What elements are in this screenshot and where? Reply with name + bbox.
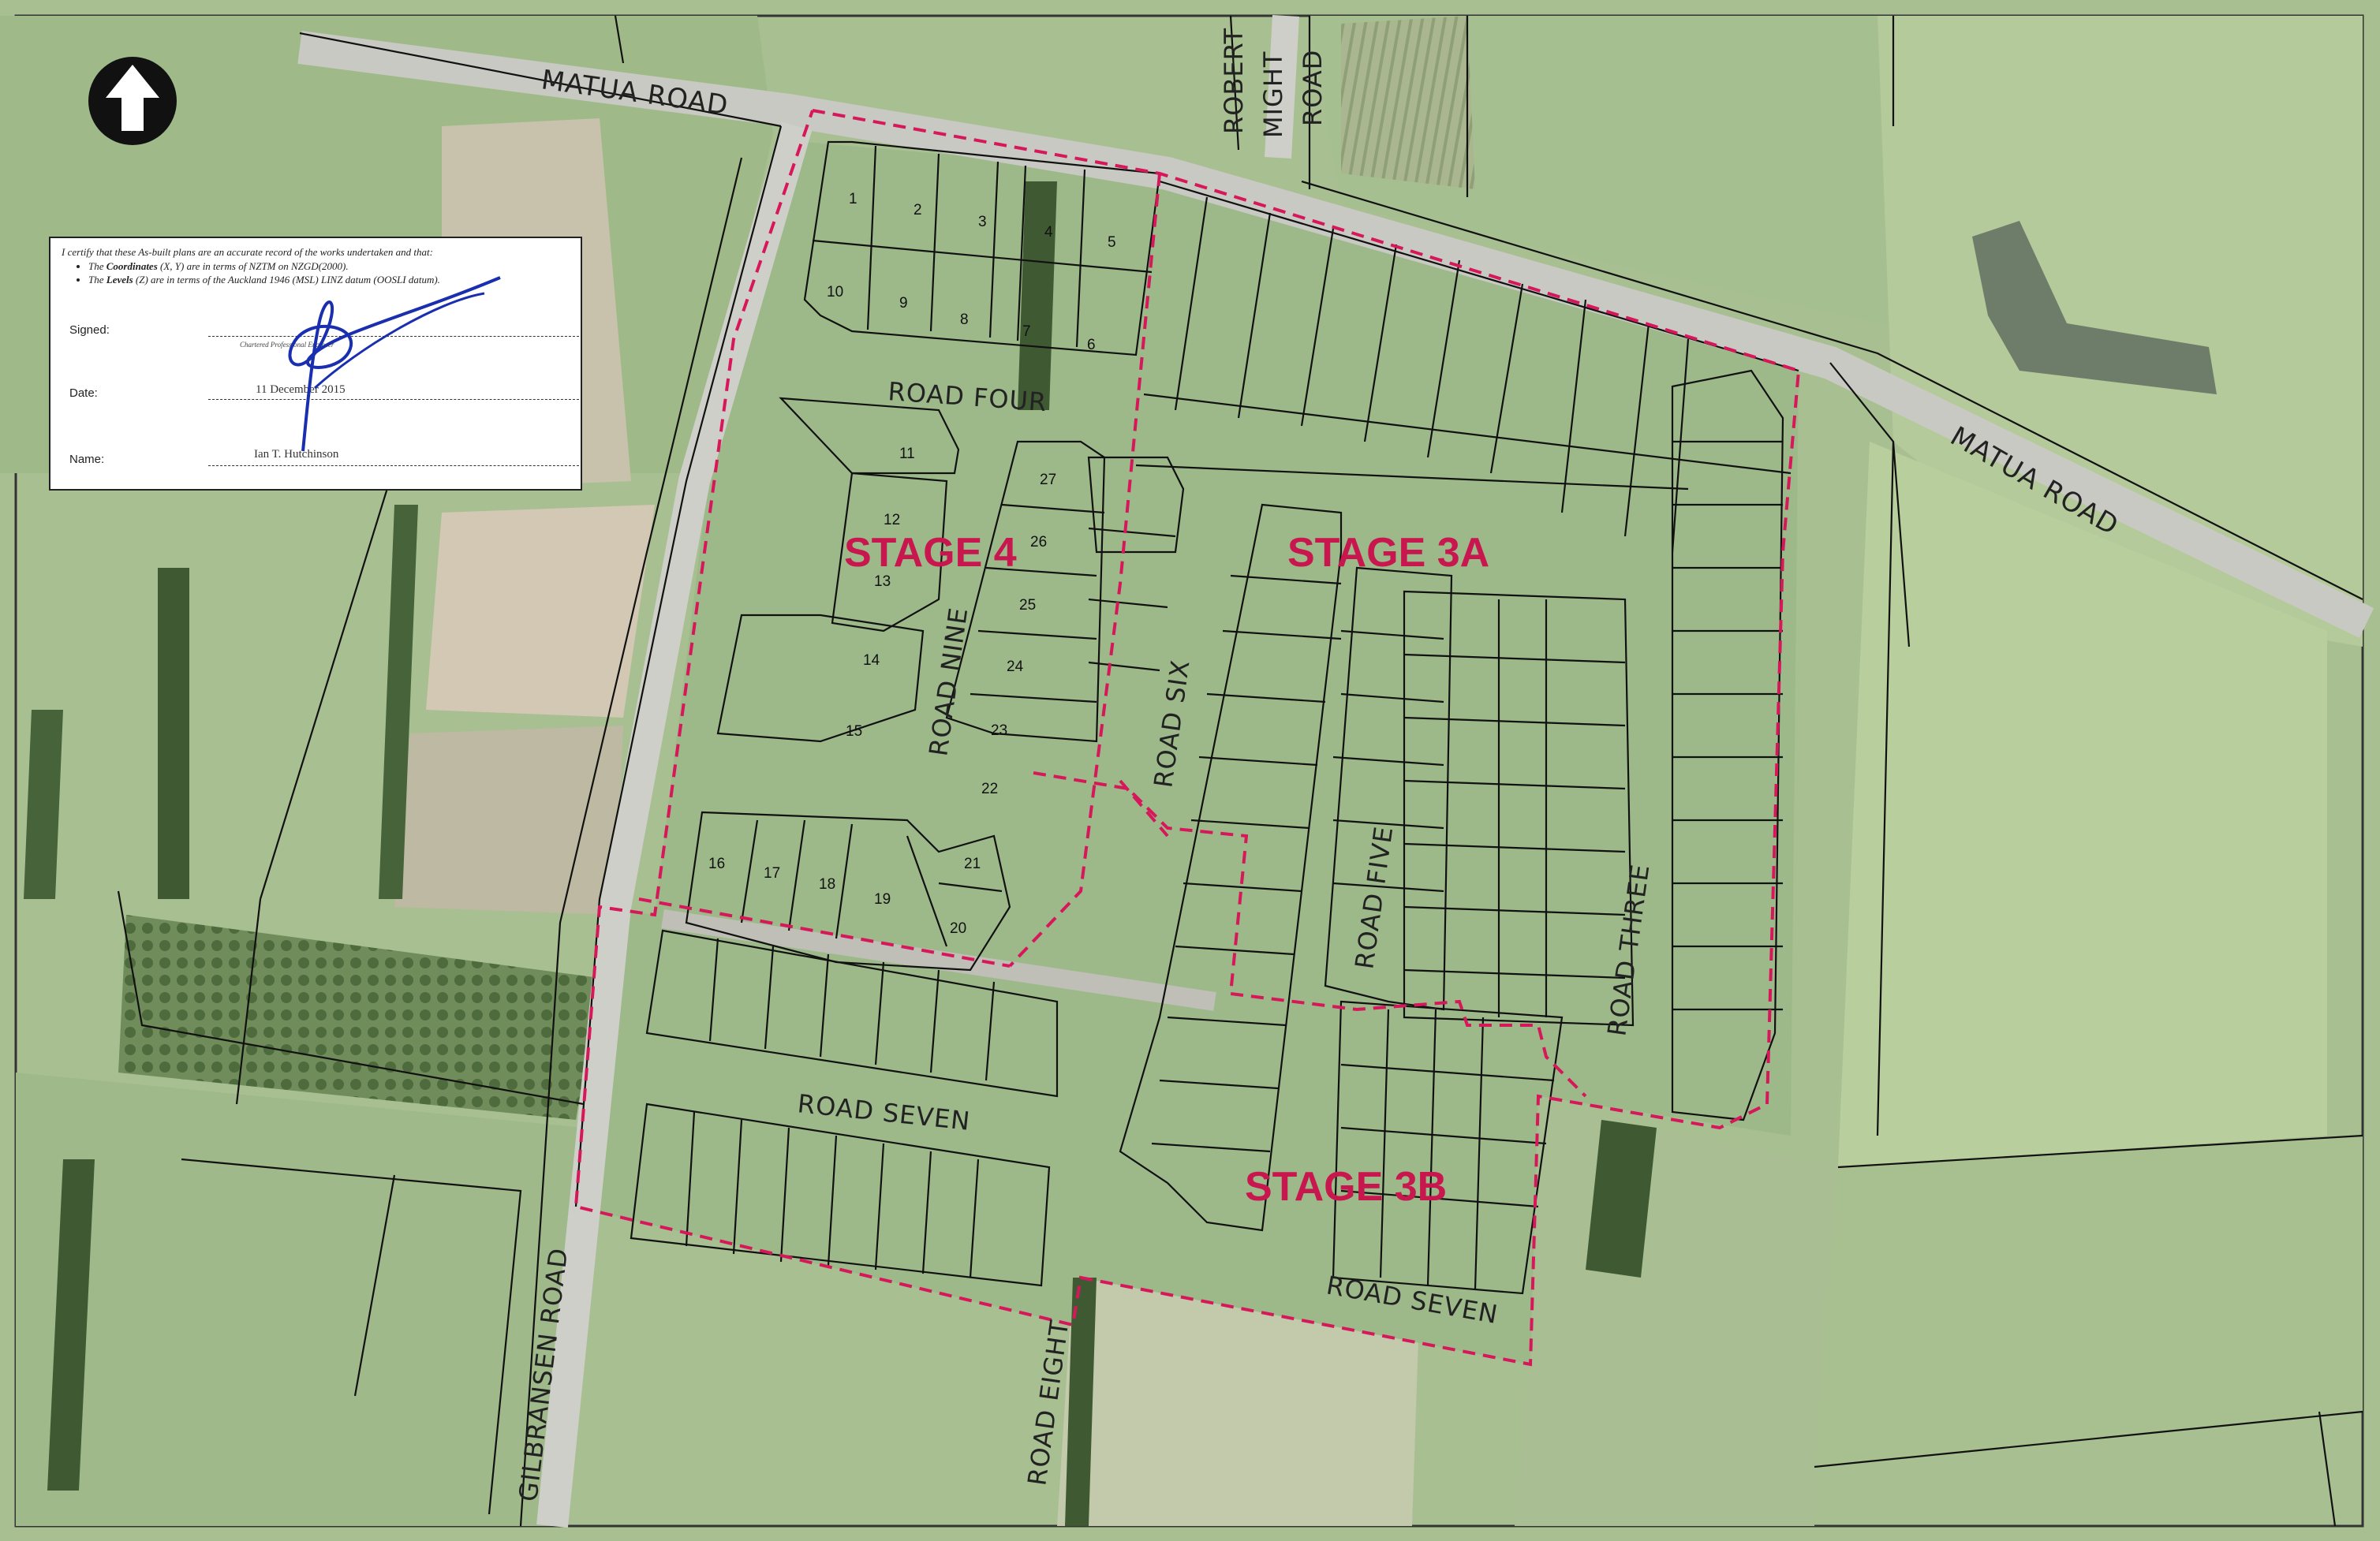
signed-line [208,336,579,337]
lot-number: 16 [708,856,725,872]
stage-label-3b: STAGE 3B [1245,1164,1447,1210]
lot-number: 6 [1087,337,1096,353]
signed-label: Signed: [69,323,110,337]
bullet-bold: Coordinates [106,260,158,272]
lot-number: 14 [863,652,880,669]
parcel-lines [117,15,2363,1527]
orchard-patch [118,915,600,1120]
lot-number: 25 [1019,597,1036,614]
field-patch [1814,1136,2363,1467]
name-label: Name: [69,453,105,466]
bullet-prefix: The [88,260,106,272]
tree-line [158,568,189,899]
tree-line [379,505,418,899]
certification-bullet: The Levels (Z) are in terms of the Auckl… [88,274,570,286]
pond [1972,221,2217,394]
stage-label-4: STAGE 4 [844,530,1017,576]
lot-number: 15 [846,723,862,740]
north-arrow-icon [88,57,177,145]
lot-number: 17 [764,865,780,882]
date-value: 11 December 2015 [256,383,346,396]
field-patch [394,726,623,915]
bullet-prefix: The [88,274,106,285]
field-patch [1838,442,2327,1167]
date-line [208,399,579,400]
tree-line [1065,1278,1097,1526]
field-patch [16,1073,584,1526]
field-patch [1515,1104,1838,1526]
lot-number: 20 [950,920,966,937]
lot-number: 22 [981,781,998,797]
lot-number: 21 [964,856,981,872]
bullet-text: (X, Y) are in terms of NZTM on NZGD(2000… [157,260,349,272]
lot-number: 7 [1022,323,1031,340]
bullet-text: (Z) are in terms of the Auckland 1946 (M… [133,274,440,285]
lot-number: 19 [874,891,891,908]
stage-label-3a: STAGE 3A [1287,530,1489,576]
tree-line [47,1159,95,1491]
lot-number: 23 [991,722,1007,739]
certification-bullets: The Coordinates (X, Y) are in terms of N… [62,260,570,286]
field-patch [1057,1278,1420,1526]
tree-line [1586,1120,1657,1278]
site-grass [576,142,1799,1364]
field-patch [426,505,655,718]
tree-line [24,710,63,899]
certification-statement: I certify that these As-built plans are … [62,246,433,258]
bullet-bold: Levels [106,274,133,285]
matua-road [297,31,2374,638]
robert-might-road [1265,15,1299,159]
lot-number: 24 [1007,659,1024,675]
lot-number: 4 [1044,224,1053,241]
lot-number: 13 [874,573,891,590]
lot-number: 9 [899,295,908,312]
lot-number: 1 [849,191,857,207]
lot-lines [630,140,1799,1295]
lot-numbers: 1 2 3 4 5 6 7 8 9 10 11 12 13 14 15 16 1… [708,191,1116,937]
road-label-robert-2: MIGHT [1258,51,1288,138]
lot-number: 2 [914,202,922,218]
name-line [208,465,579,466]
lot-number: 11 [899,446,915,462]
lot-number: 3 [978,214,987,230]
road-seven-corridor [661,909,1216,1011]
lot-number: 26 [1030,534,1047,550]
road-label-robert-3: ROAD [1298,50,1328,126]
signature-mark [288,276,501,452]
orchard-patch [1341,16,1475,189]
lot-number: 5 [1108,234,1116,251]
lot-number: 8 [960,312,969,328]
lot-number: 27 [1040,472,1056,488]
name-value: Ian T. Hutchinson [254,448,339,461]
lot-number: 10 [827,284,843,300]
tree-line [1018,181,1057,410]
date-label: Date: [69,386,98,400]
field-patch [1877,16,2363,647]
lot-number: 18 [819,876,835,893]
lot-number: 12 [884,512,900,528]
stage-boundaries [574,109,1801,1367]
certification-bullet: The Coordinates (X, Y) are in terms of N… [88,260,570,273]
signed-sub: Chartered Professional Engineer [240,341,334,349]
road-label-robert-1: ROBERT [1219,28,1249,134]
certification-box: I certify that these As-built plans are … [49,237,582,491]
